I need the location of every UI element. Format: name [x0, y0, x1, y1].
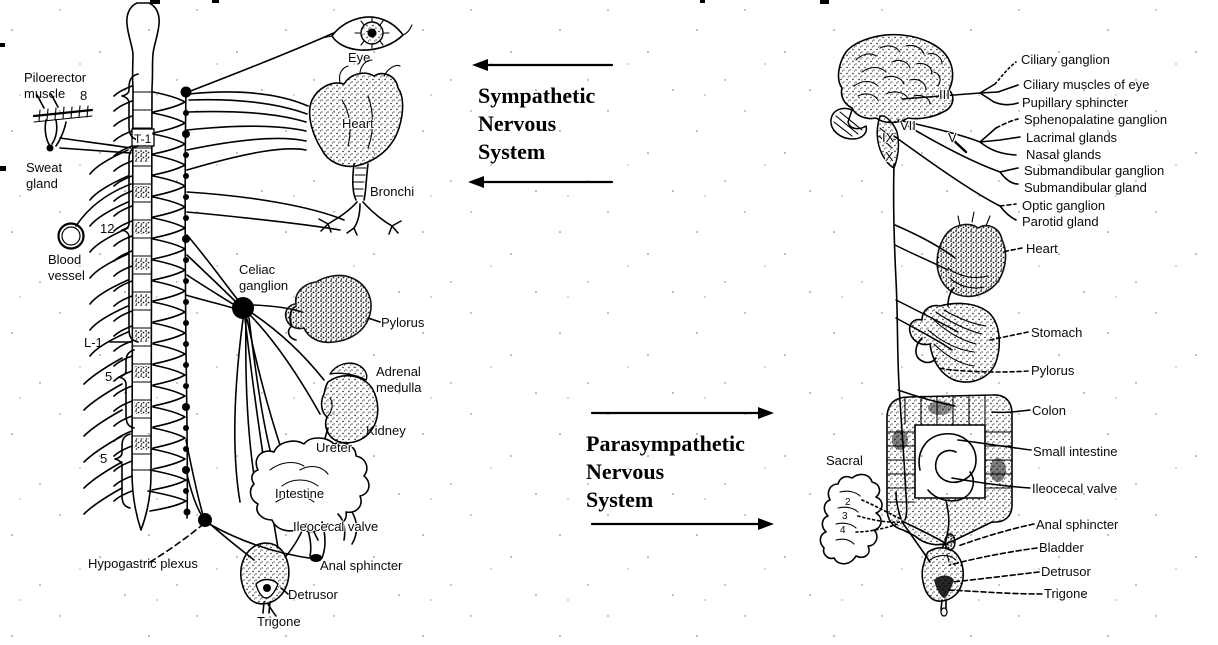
spinal-cord-illustration — [126, 2, 160, 531]
label-parotid-gland: Parotid gland — [1022, 214, 1099, 229]
intestine-illustration — [249, 437, 370, 562]
sacral-segment-2: 2 — [845, 497, 851, 508]
marker-lumbar-5: 5 — [105, 369, 113, 384]
parasympathetic-heading-line1: Parasympathetic — [586, 431, 745, 456]
label-pupillary-sphincter: Pupillary sphincter — [1022, 95, 1129, 110]
kidney-illustration — [285, 362, 379, 557]
label-nasal-glands: Nasal glands — [1026, 147, 1102, 162]
label-colon: Colon — [1032, 403, 1066, 418]
label-pylorus-parasympathetic: Pylorus — [1031, 363, 1075, 378]
label-detrusor-sympathetic: Detrusor — [288, 587, 338, 602]
label-ciliary-ganglion: Ciliary ganglion — [1021, 52, 1110, 67]
parasympathetic-heading-line2: Nervous — [586, 459, 665, 484]
label-celiac-ganglion: Celiac ganglion — [239, 262, 289, 293]
cranial-nerve-x: X — [885, 149, 894, 164]
label-ileocecal-valve-parasympathetic: Ileocecal valve — [1032, 481, 1118, 496]
label-stomach: Stomach — [1031, 325, 1083, 340]
label-lacrimal-glands: Lacrimal glands — [1026, 130, 1118, 145]
heart-illustration-sympathetic — [308, 59, 404, 168]
parasympathetic-heading-line3: System — [586, 487, 654, 512]
label-bronchi: Bronchi — [370, 184, 415, 199]
marker-thoracic-12: 12 — [100, 221, 115, 236]
label-sphenopalatine-ganglion: Sphenopalatine ganglion — [1024, 112, 1168, 127]
brain-illustration — [830, 33, 954, 169]
cranial-nerve-iii: III — [939, 87, 950, 102]
bronchi-illustration — [318, 163, 402, 236]
heart-illustration-parasympathetic — [936, 211, 1007, 298]
label-blood-vessel: Blood vessel — [48, 252, 85, 283]
bladder-illustration-parasympathetic — [921, 547, 965, 617]
label-kidney: Kidney — [366, 423, 406, 438]
sympathetic-heading-line1: Sympathetic — [478, 83, 596, 108]
label-heart-parasympathetic: Heart — [1026, 241, 1058, 256]
sympathetic-label-leaders — [149, 317, 381, 617]
eye-illustration — [321, 16, 413, 51]
label-eye-sympathetic: Eye — [348, 50, 371, 65]
colon-illustration — [886, 394, 1013, 546]
pylorus-stomach-illustration — [284, 274, 372, 344]
label-sacral: Sacral — [826, 453, 863, 468]
label-trigone-parasympathetic: Trigone — [1044, 586, 1088, 601]
sympathetic-chain — [147, 86, 192, 519]
marker-t1: T-1 — [134, 132, 152, 146]
label-bladder: Bladder — [1039, 540, 1084, 555]
label-anal-sphincter-sympathetic: Anal sphincter — [320, 558, 403, 573]
label-optic-ganglion: Optic ganglion — [1022, 198, 1106, 213]
sacrum-illustration — [819, 473, 902, 565]
piloerector-illustration — [32, 93, 132, 154]
sweat-gland-and-vessel-illustration — [57, 183, 132, 250]
sympathetic-heading-line3: System — [478, 139, 546, 164]
marker-sacral-5: 5 — [100, 451, 108, 466]
label-adrenal-medulla: Adrenal medulla — [376, 364, 422, 395]
label-ileocecal-valve-sympathetic: Ileocecal valve — [293, 519, 379, 534]
sympathetic-heading-line2: Nervous — [478, 111, 557, 136]
parasympathetic-heading: Parasympathetic Nervous System — [586, 430, 745, 514]
marker-cervical-8: 8 — [80, 88, 88, 103]
segment-brackets — [109, 73, 139, 509]
sympathetic-heading: Sympathetic Nervous System — [478, 82, 595, 166]
label-pylorus-sympathetic: Pylorus — [381, 315, 425, 330]
label-submandibular-ganglion: Submandibular ganglion — [1024, 163, 1165, 178]
label-intestine: Intestine — [275, 486, 325, 501]
cranial-nerve-v: V — [948, 130, 957, 145]
parasympathetic-arrows — [590, 407, 774, 530]
label-anal-sphincter-parasympathetic: Anal sphincter — [1036, 517, 1119, 532]
sacral-segment-3: 3 — [842, 511, 848, 522]
cranial-nerve-ix: IX — [882, 130, 895, 145]
label-ureter: Ureter — [316, 440, 353, 455]
label-piloerector-muscle: Piloerector muscle — [24, 70, 87, 101]
sympathetic-arrows — [468, 59, 614, 188]
sacral-segment-4: 4 — [840, 525, 846, 536]
stomach-illustration — [908, 287, 1001, 383]
label-ciliary-muscles: Ciliary muscles of eye — [1023, 77, 1150, 92]
label-trigone-sympathetic: Trigone — [257, 614, 301, 629]
cranial-nerve-branches — [893, 61, 1021, 221]
label-hypogastric-plexus: Hypogastric plexus — [88, 556, 198, 571]
cranial-nerve-vii: VII — [900, 118, 916, 133]
bladder-illustration-sympathetic — [240, 542, 290, 614]
parasympathetic-label-leaders — [937, 247, 1043, 595]
label-heart-sympathetic: Heart — [342, 116, 374, 131]
marker-l1: L-1 — [84, 335, 103, 350]
label-sweat-gland: Sweat gland — [26, 160, 63, 191]
label-small-intestine: Small intestine — [1033, 444, 1118, 459]
label-detrusor-parasympathetic: Detrusor — [1041, 564, 1091, 579]
label-submandibular-gland: Submandibular gland — [1024, 180, 1147, 195]
spinal-nerve-roots — [83, 85, 133, 515]
